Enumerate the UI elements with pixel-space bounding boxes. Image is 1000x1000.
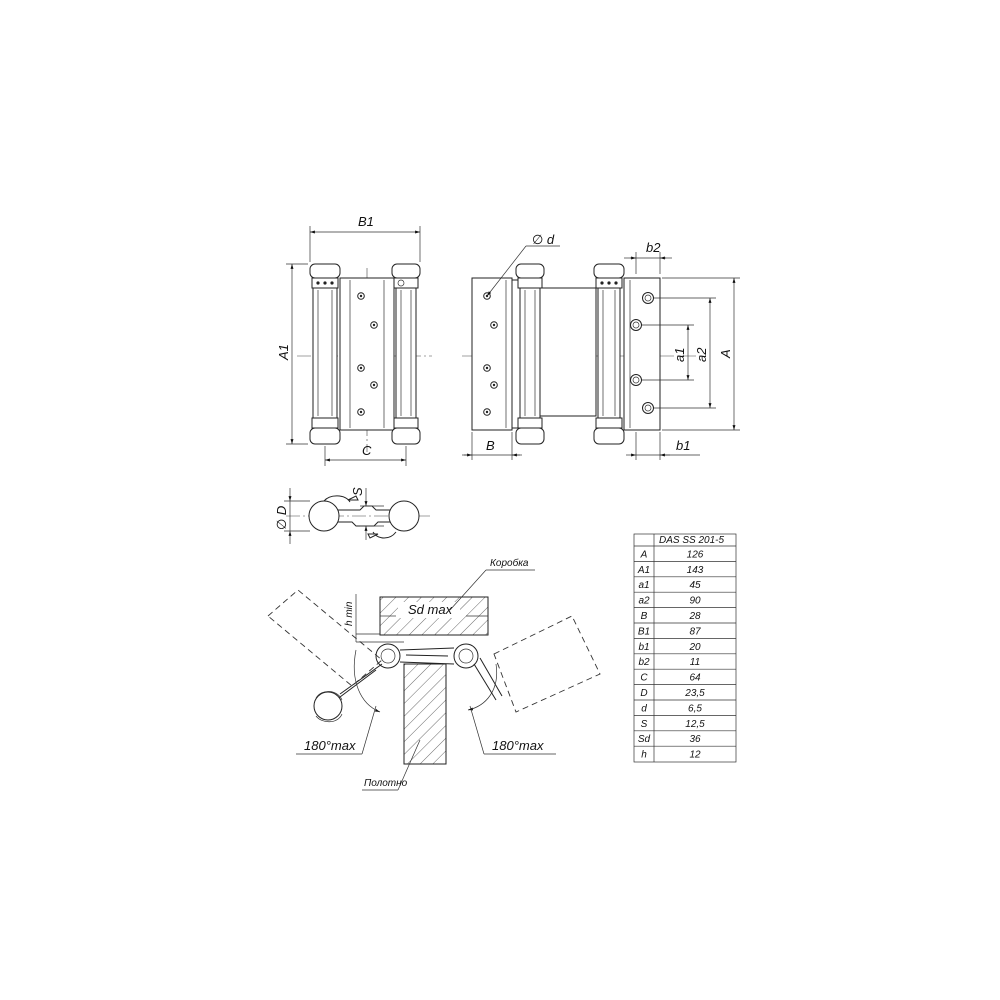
spec-value-b2: 11 [690, 657, 700, 668]
spec-param-d: d [641, 703, 647, 714]
spec-param-b1: b1 [638, 642, 649, 653]
side-barrel-right [593, 263, 625, 445]
dim-label-B1: B1 [358, 214, 374, 229]
spec-value-Sd: 36 [689, 734, 701, 745]
side-plate-holes [630, 292, 654, 414]
spec-value-D: 23,5 [684, 688, 705, 699]
spec-param-B: B [641, 611, 648, 622]
installation-view: Sd max Коробка Полотно h min [267, 557, 601, 791]
dim-label-b2: b2 [646, 240, 661, 255]
spec-value-A1: 143 [687, 565, 704, 576]
dim-label-A: A [718, 349, 733, 359]
side-barrel-left [515, 263, 545, 445]
install-barrel-left [375, 643, 401, 669]
side-view: ∅ d b2 a1 a2 A B b1 [462, 232, 740, 460]
dim-label-B: B [486, 438, 495, 453]
door-leaf-polotno [403, 663, 447, 765]
dim-label-h-min: h min [344, 601, 355, 626]
dim-label-phi-D: ∅ D [274, 506, 289, 530]
dim-label-a2: a2 [694, 347, 709, 362]
spec-value-b1: 20 [688, 642, 701, 653]
spec-value-a2: 90 [689, 596, 701, 607]
dim-label-a1: a1 [672, 348, 687, 362]
spec-param-Sd: Sd [638, 734, 651, 745]
dim-label-S: S [350, 487, 365, 496]
label-polotno: Полотно [364, 778, 408, 789]
barrel-section-right [388, 500, 420, 532]
spec-value-S: 12,5 [685, 719, 705, 730]
spec-value-B1: 87 [689, 626, 701, 637]
spec-param-B1: B1 [638, 626, 650, 637]
dim-label-sd-max: Sd max [408, 602, 453, 617]
spec-value-C: 64 [689, 673, 701, 684]
dim-label-phi-d: ∅ d [532, 232, 555, 247]
hinge-plate [339, 277, 395, 431]
swung-leaf-right [473, 615, 601, 713]
install-barrel-right [453, 643, 479, 669]
barrel-section-left [308, 500, 340, 532]
side-plate-right [623, 277, 661, 431]
spec-param-h: h [641, 750, 647, 761]
spec-value-A: 126 [687, 549, 704, 560]
spec-value-a1: 45 [689, 580, 701, 591]
spec-param-a2: a2 [638, 596, 650, 607]
front-plate-holes [357, 292, 378, 416]
spec-param-C: C [640, 673, 648, 684]
label-angle-left: 180°max [304, 738, 356, 753]
spec-value-B: 28 [688, 611, 701, 622]
spec-param-A1: A1 [637, 565, 650, 576]
spec-param-A: A [640, 549, 648, 560]
dim-label-b1: b1 [676, 438, 690, 453]
front-view: B1 A1 C [276, 214, 432, 466]
spec-param-a1: a1 [638, 580, 649, 591]
top-section-view: ∅ D S [274, 487, 430, 544]
spec-param-D: D [640, 688, 647, 699]
label-korobka: Коробка [490, 557, 529, 569]
spec-table-border [633, 533, 737, 763]
spec-param-b2: b2 [638, 657, 650, 668]
spec-param-S: S [641, 719, 648, 730]
left-barrel [309, 263, 341, 445]
label-angle-right: 180°max [492, 738, 544, 753]
right-barrel [391, 263, 421, 445]
spec-table-header: DAS SS 201-5 [659, 535, 724, 546]
spec-value-d: 6,5 [688, 703, 702, 714]
spec-value-h: 12 [689, 750, 701, 761]
dim-label-C: C [362, 443, 372, 458]
swung-leaf-left [267, 589, 383, 723]
dim-label-A1: A1 [276, 344, 291, 361]
